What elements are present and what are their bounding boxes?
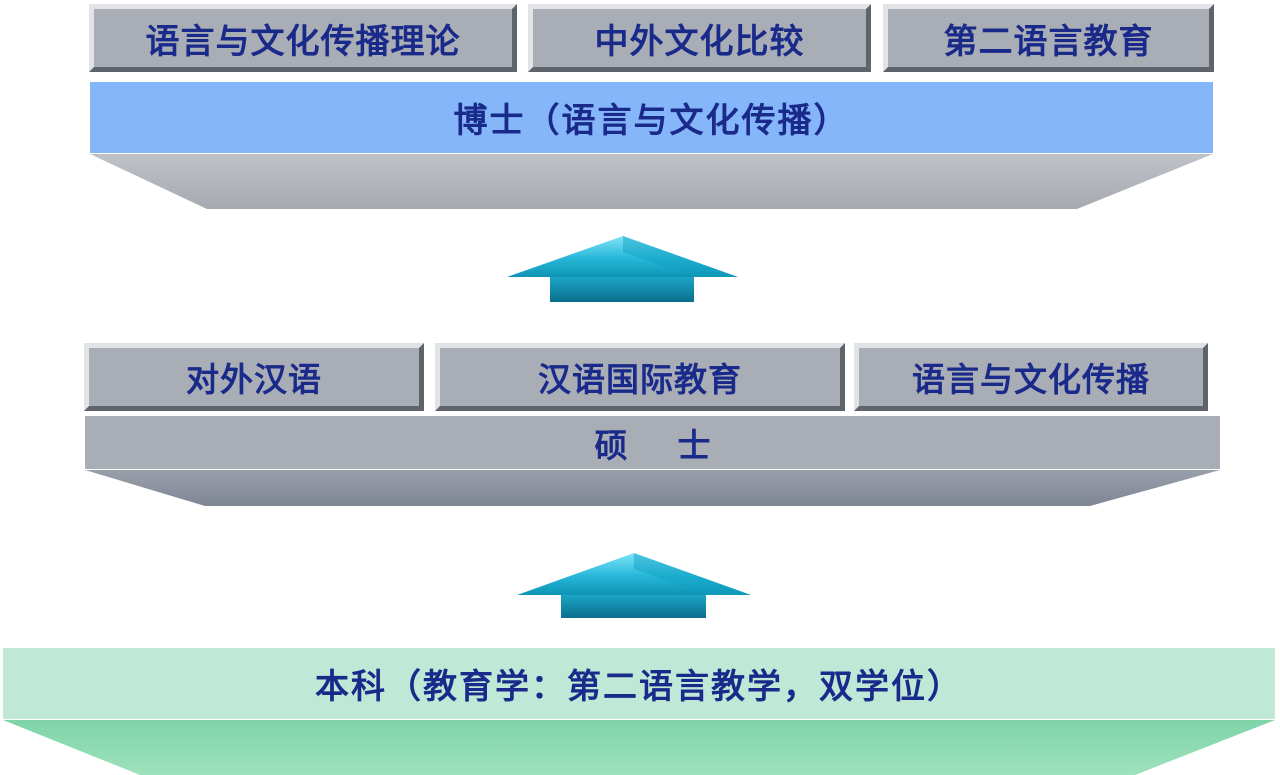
doctorate-band: 博士（语言与文化传播） <box>90 82 1213 153</box>
masters-direction-label: 汉语国际教育 <box>538 360 742 399</box>
doctorate-direction-box: 第二语言教育 <box>883 4 1214 72</box>
bachelor-label: 本科（教育学：第二语言教学，双学位） <box>315 667 963 707</box>
doctorate-label: 博士（语言与文化传播） <box>453 101 850 141</box>
masters-direction-box: 语言与文化传播 <box>854 343 1208 411</box>
doctorate-direction-box: 中外文化比较 <box>528 4 871 72</box>
masters-base-trapezoid <box>85 470 1220 506</box>
up-arrow-icon <box>517 553 751 618</box>
masters-label: 硕士 <box>594 425 761 465</box>
doctorate-base-trapezoid <box>90 154 1213 209</box>
masters-direction-box: 对外汉语 <box>84 343 424 411</box>
doctorate-direction-box: 语言与文化传播理论 <box>89 4 517 72</box>
doctorate-direction-label: 第二语言教育 <box>943 21 1154 62</box>
bachelor-band: 本科（教育学：第二语言教学，双学位） <box>3 648 1275 719</box>
masters-direction-label: 对外汉语 <box>186 360 322 399</box>
doctorate-direction-label: 中外文化比较 <box>594 21 805 62</box>
masters-band: 硕士 <box>85 416 1220 469</box>
masters-direction-label: 语言与文化传播 <box>912 360 1150 399</box>
doctorate-direction-label: 语言与文化传播理论 <box>145 21 461 62</box>
bachelor-base-trapezoid <box>3 720 1275 775</box>
up-arrow-icon <box>507 236 738 302</box>
masters-direction-box: 汉语国际教育 <box>435 343 845 411</box>
